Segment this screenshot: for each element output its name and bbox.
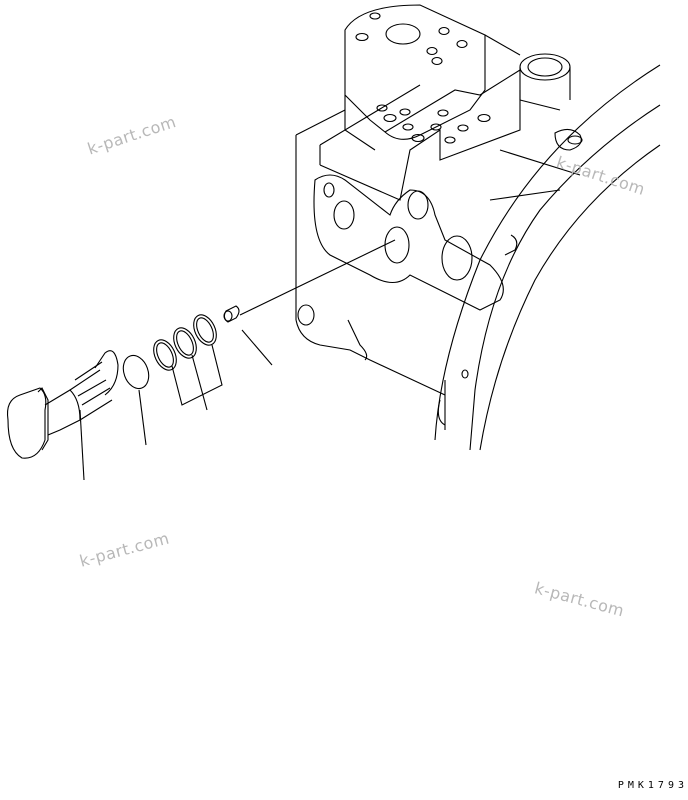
assembly-line	[239, 239, 396, 316]
o-ring-set	[153, 314, 223, 411]
housing-arc	[434, 64, 661, 451]
seal-disc	[122, 354, 150, 446]
valve-body	[295, 4, 583, 430]
plug-bolt	[6, 350, 119, 481]
drawing-code: PMK1793	[617, 780, 688, 791]
pin	[223, 305, 273, 366]
